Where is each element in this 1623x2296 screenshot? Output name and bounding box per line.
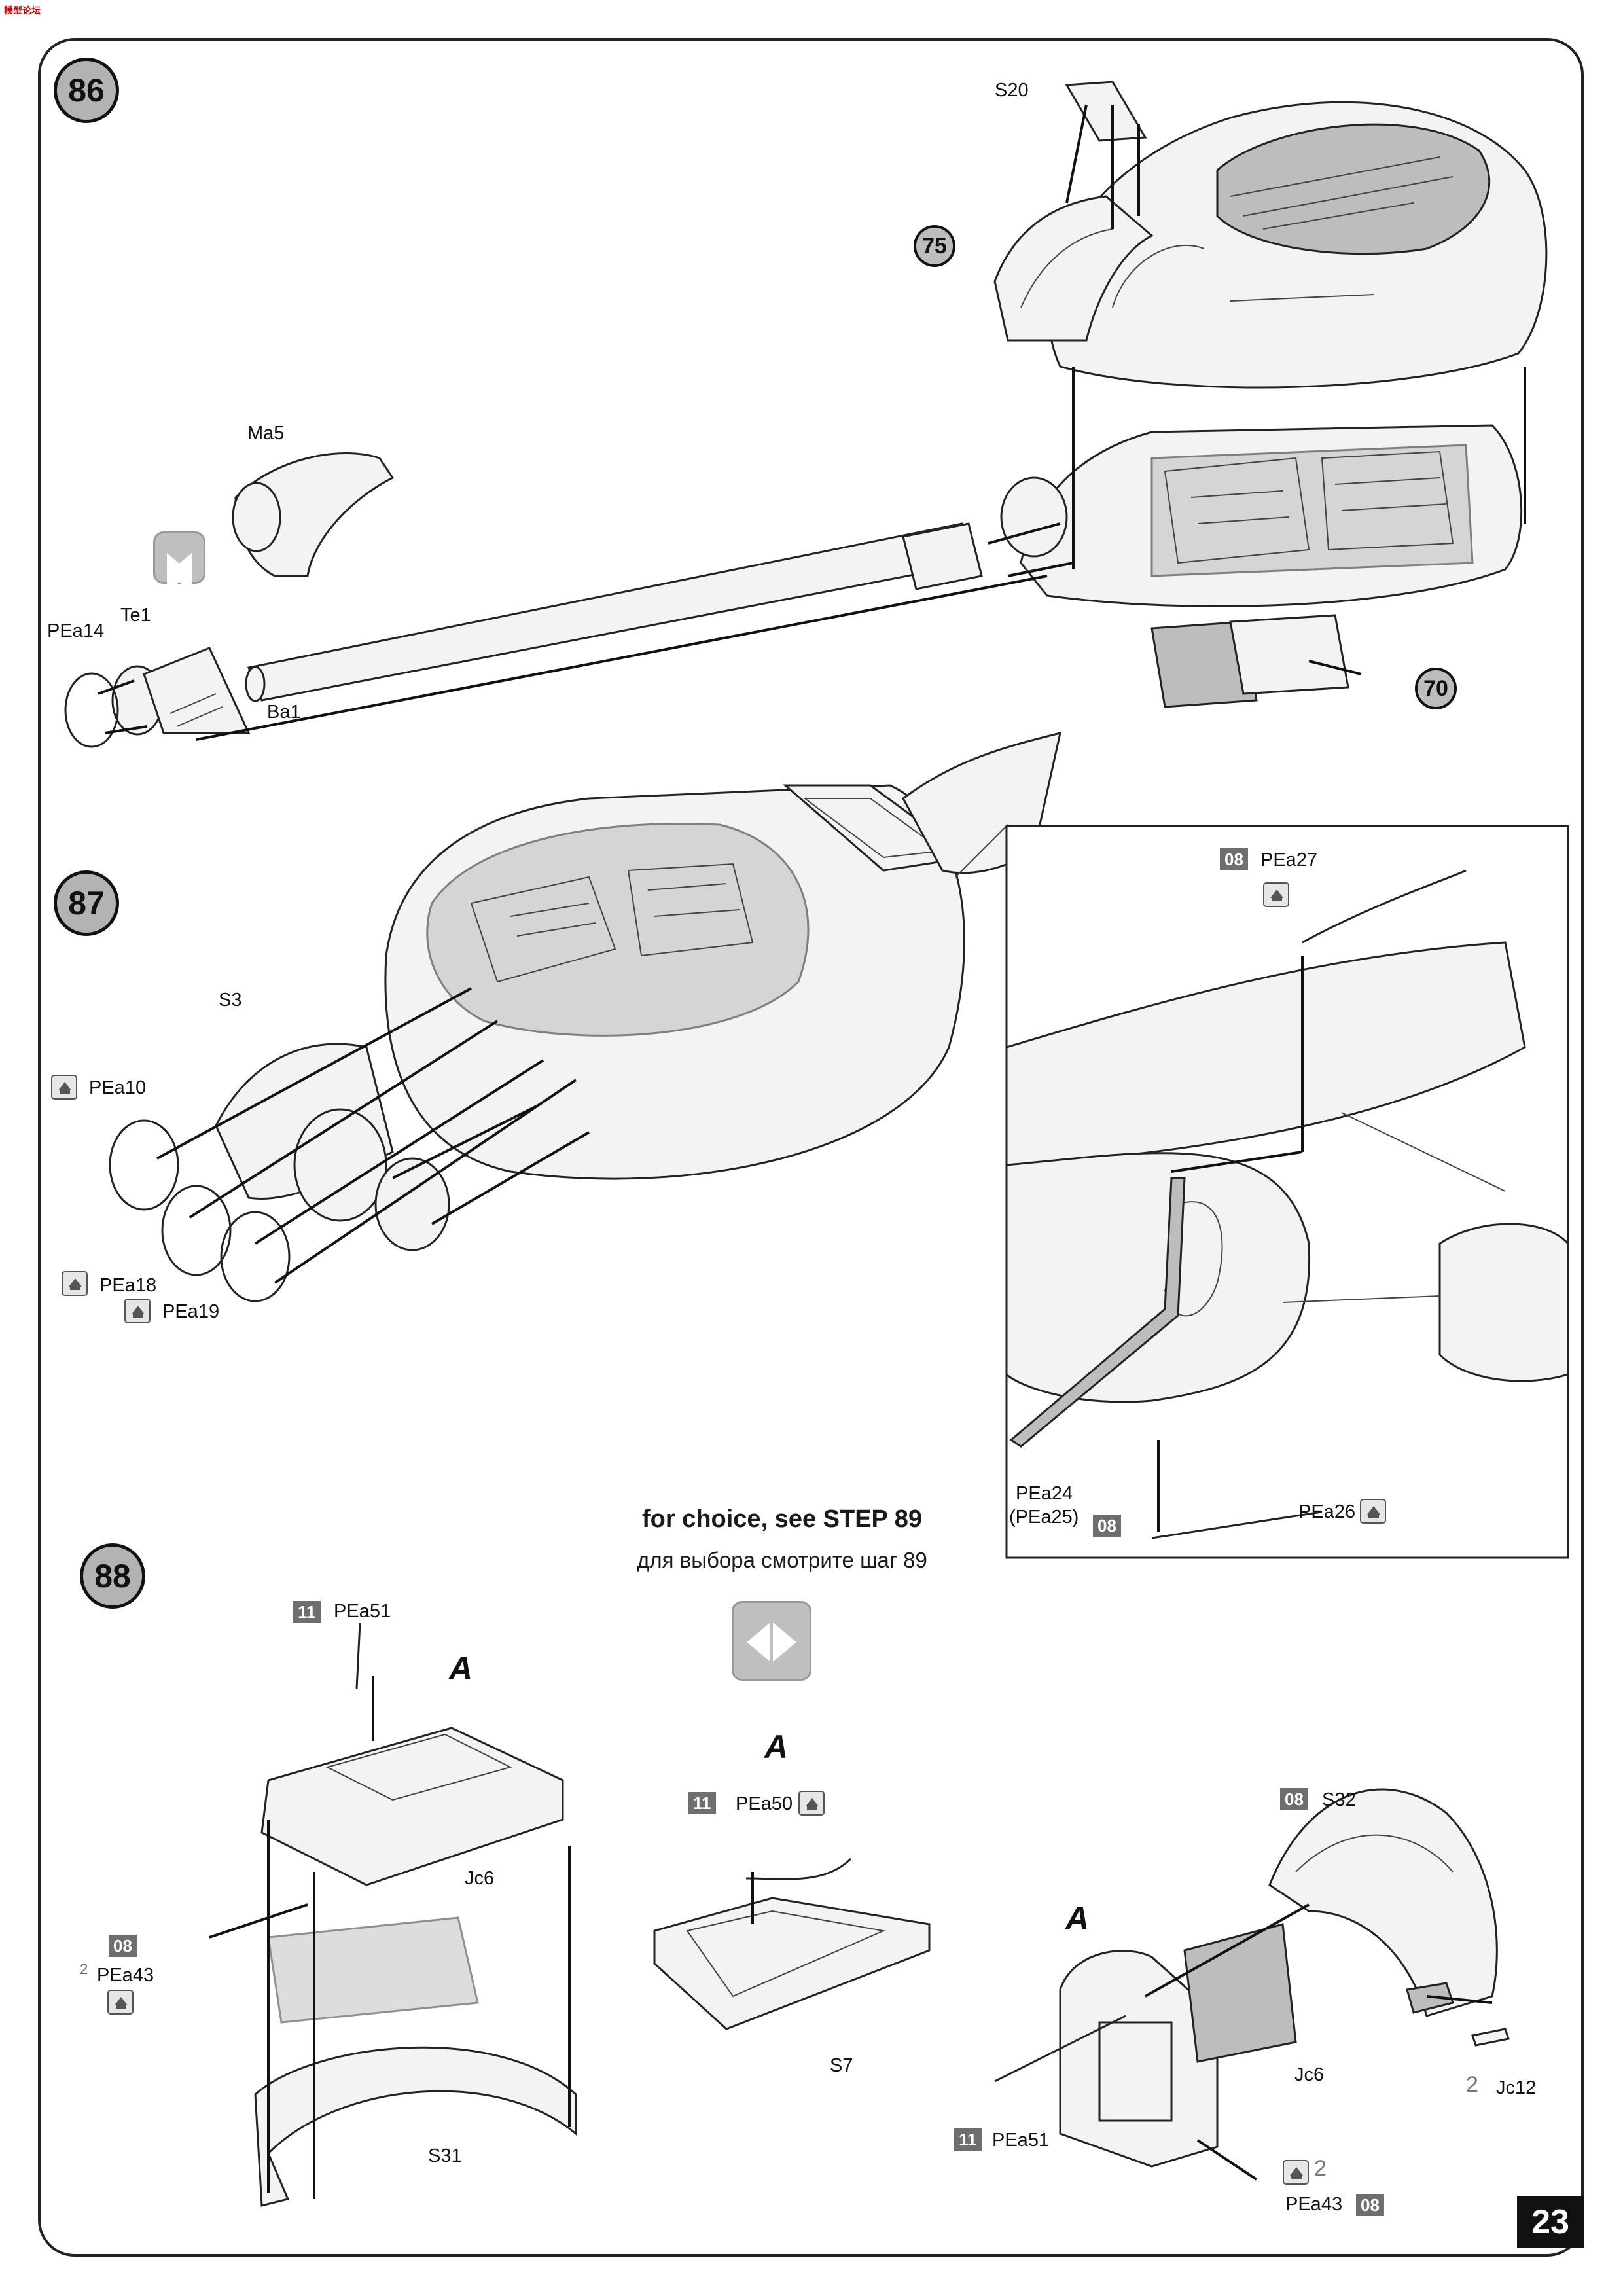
photo-etch-icon [1283,2160,1309,2185]
label-jc6: Jc6 [465,1868,495,1889]
label-te1: Te1 [120,605,151,626]
quantity-mark: 2 [1314,2156,1327,2181]
photo-etch-icon [1263,882,1289,907]
label-jc12: Jc12 [1496,2077,1537,2098]
photo-etch-icon [798,1791,825,1816]
photo-etch-icon [107,1990,134,2015]
label-pea25: (PEa25) [1009,1507,1079,1528]
ref-step-70: 70 [1415,668,1457,709]
step-88-number: 88 [80,1543,145,1609]
label-s3: S3 [219,990,242,1011]
step-86-number: 86 [54,58,119,123]
choice-note-en: for choice, see STEP 89 [641,1505,923,1533]
label-pea10: PEa10 [89,1077,147,1098]
header-logo: 模型论坛 [4,5,41,16]
badge-11: 11 [293,1601,321,1623]
badge-08: 08 [1356,2194,1384,2216]
label-ma5: Ma5 [247,423,285,444]
badge-08: 08 [1280,1788,1308,1810]
photo-etch-icon [62,1271,88,1296]
ref-step-75: 75 [914,225,955,267]
label-pea43: PEa43 [97,1965,154,1986]
label-s32: S32 [1322,1789,1356,1810]
choice-note-ru: для выбора смотрите шаг 89 [637,1548,927,1572]
label-s20: S20 [995,80,1029,101]
label-pea18: PEa18 [99,1275,157,1296]
label-pea50: PEa50 [736,1793,793,1814]
badge-08: 08 [1220,848,1248,870]
page-frame [38,38,1584,2257]
label-pea27: PEa27 [1260,850,1318,870]
label-pea24: PEa24 [1016,1483,1073,1504]
badge-08: 08 [1093,1515,1121,1537]
choice-arrows-icon [153,531,205,592]
label-jc6: Jc6 [1294,2064,1325,2085]
photo-etch-icon [51,1075,77,1100]
label-pea26: PEa26 [1298,1501,1356,1522]
assembly-marker-a: A [764,1729,789,1765]
photo-etch-icon [124,1299,151,1323]
label-ba1: Ba1 [267,702,301,723]
label-pea43: PEa43 [1285,2194,1343,2215]
assembly-marker-a: A [449,1650,473,1687]
label-pea14: PEa14 [47,620,105,641]
photo-etch-icon [1360,1499,1386,1524]
quantity-mark: 2 [80,1961,88,1977]
page-number: 23 [1517,2196,1584,2248]
label-pea51: PEa51 [334,1601,391,1622]
label-s31: S31 [428,2145,462,2166]
choice-arrows-icon [732,1601,812,1681]
label-pea51: PEa51 [992,2130,1050,2151]
step-87-number: 87 [54,870,119,936]
quantity-mark: 2 [1466,2072,1478,2097]
badge-11: 11 [954,2128,982,2151]
badge-08: 08 [109,1935,137,1957]
badge-11: 11 [688,1792,716,1814]
assembly-marker-a: A [1065,1900,1090,1937]
label-s7: S7 [830,2055,853,2076]
label-pea19: PEa19 [162,1301,220,1322]
